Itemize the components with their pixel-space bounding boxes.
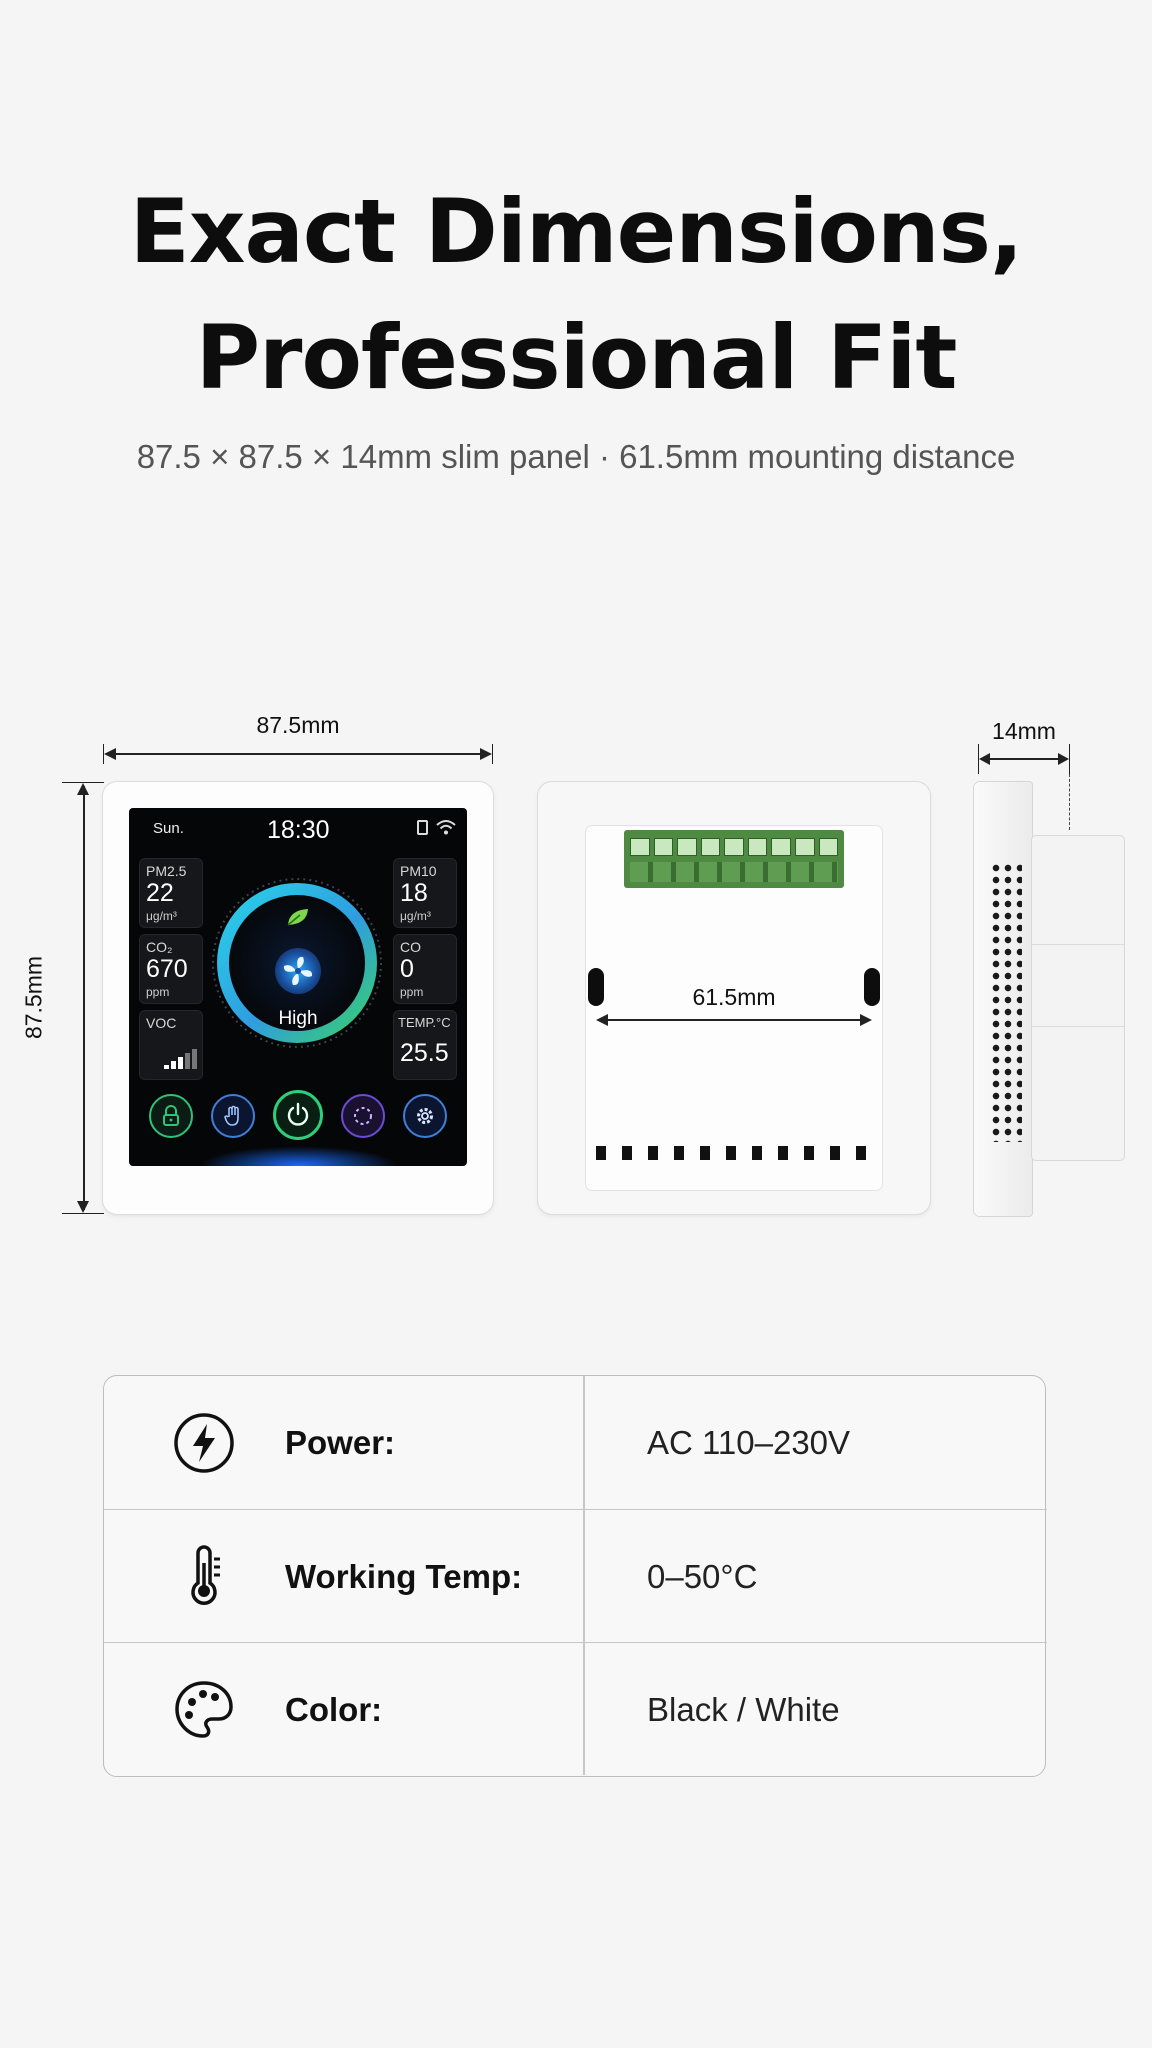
mounting-distance-label: 61.5mm — [692, 984, 776, 1010]
temperature-tile: TEMP.°C 25.5 — [393, 1010, 457, 1080]
settings-button[interactable] — [403, 1094, 447, 1138]
device-screen: Sun. 18:30 PM2.5 22 μg/m³ CO₂ 670 ppm VO… — [129, 808, 467, 1166]
manual-button[interactable] — [211, 1094, 255, 1138]
back-panel: 61.5mm — [538, 782, 930, 1214]
palette-icon — [175, 1681, 233, 1738]
co-tile: CO 0 ppm — [393, 934, 457, 1004]
fan-speed-icon — [354, 1107, 372, 1125]
front-panel: Sun. 18:30 PM2.5 22 μg/m³ CO₂ 670 ppm VO… — [103, 782, 493, 1214]
voc-level-bars — [164, 1047, 198, 1069]
leaf-icon — [287, 909, 308, 926]
battery-icon — [417, 820, 428, 835]
gear-icon — [417, 1108, 433, 1124]
vent-slots — [596, 1146, 872, 1160]
lightning-icon — [174, 1413, 234, 1473]
spec-value-temperature: 0–50°C — [647, 1558, 758, 1595]
terminal-block — [624, 830, 844, 888]
spec-value-color: Black / White — [647, 1691, 840, 1728]
front-height-dimension: 87.5mm — [20, 782, 104, 1214]
headline-line-1: Exact Dimensions, — [129, 180, 1024, 283]
pm25-tile: PM2.5 22 μg/m³ — [139, 858, 203, 928]
mounting-distance-dimension: 61.5mm — [596, 984, 872, 1026]
thermometer-icon — [191, 1545, 220, 1605]
co2-tile: CO₂ 670 ppm — [139, 934, 203, 1004]
subtitle: 87.5 × 87.5 × 14mm slim panel · 61.5mm m… — [136, 438, 1016, 475]
power-icon — [287, 1102, 309, 1126]
front-height-label: 87.5mm — [20, 955, 47, 1040]
spec-label-power: Power: — [285, 1424, 396, 1461]
fan-speed-button[interactable] — [341, 1094, 385, 1138]
mounting-hole-left — [588, 968, 604, 1006]
spec-table: Power: AC 110–230V Working Temp: 0–50°C … — [103, 1375, 1047, 1777]
lock-icon — [163, 1105, 179, 1126]
fan-mode-label: High — [278, 1008, 318, 1029]
side-back-box — [1032, 836, 1124, 1160]
screen-time: 18:30 — [267, 816, 330, 844]
front-width-dimension: 87.5mm — [103, 708, 493, 764]
spec-row-power: Power: AC 110–230V — [104, 1376, 1047, 1510]
power-button[interactable] — [273, 1090, 323, 1140]
front-width-label: 87.5mm — [256, 712, 340, 738]
hand-icon — [224, 1105, 239, 1126]
screen-bottom-glow — [199, 1146, 399, 1166]
voc-tile: VOC — [139, 1010, 203, 1080]
spec-row-color: Color: Black / White — [104, 1642, 1047, 1776]
wifi-icon — [436, 820, 456, 835]
mounting-hole-right — [864, 968, 880, 1006]
pm10-tile: PM10 18 μg/m³ — [393, 858, 457, 928]
screen-day: Sun. — [153, 820, 184, 837]
headline-line-2: Professional Fit — [195, 306, 958, 409]
side-panel — [974, 782, 1032, 1216]
lock-button[interactable] — [149, 1094, 193, 1138]
depth-label: 14mm — [992, 718, 1056, 744]
side-vent-pattern — [990, 862, 1022, 1142]
spec-label-temperature: Working Temp: — [285, 1558, 523, 1595]
spec-label-color: Color: — [285, 1691, 383, 1728]
fan-icon — [275, 948, 321, 994]
spec-value-power: AC 110–230V — [647, 1424, 851, 1461]
depth-dimension: 14mm — [974, 714, 1074, 834]
spec-row-temperature: Working Temp: 0–50°C — [104, 1509, 1047, 1643]
